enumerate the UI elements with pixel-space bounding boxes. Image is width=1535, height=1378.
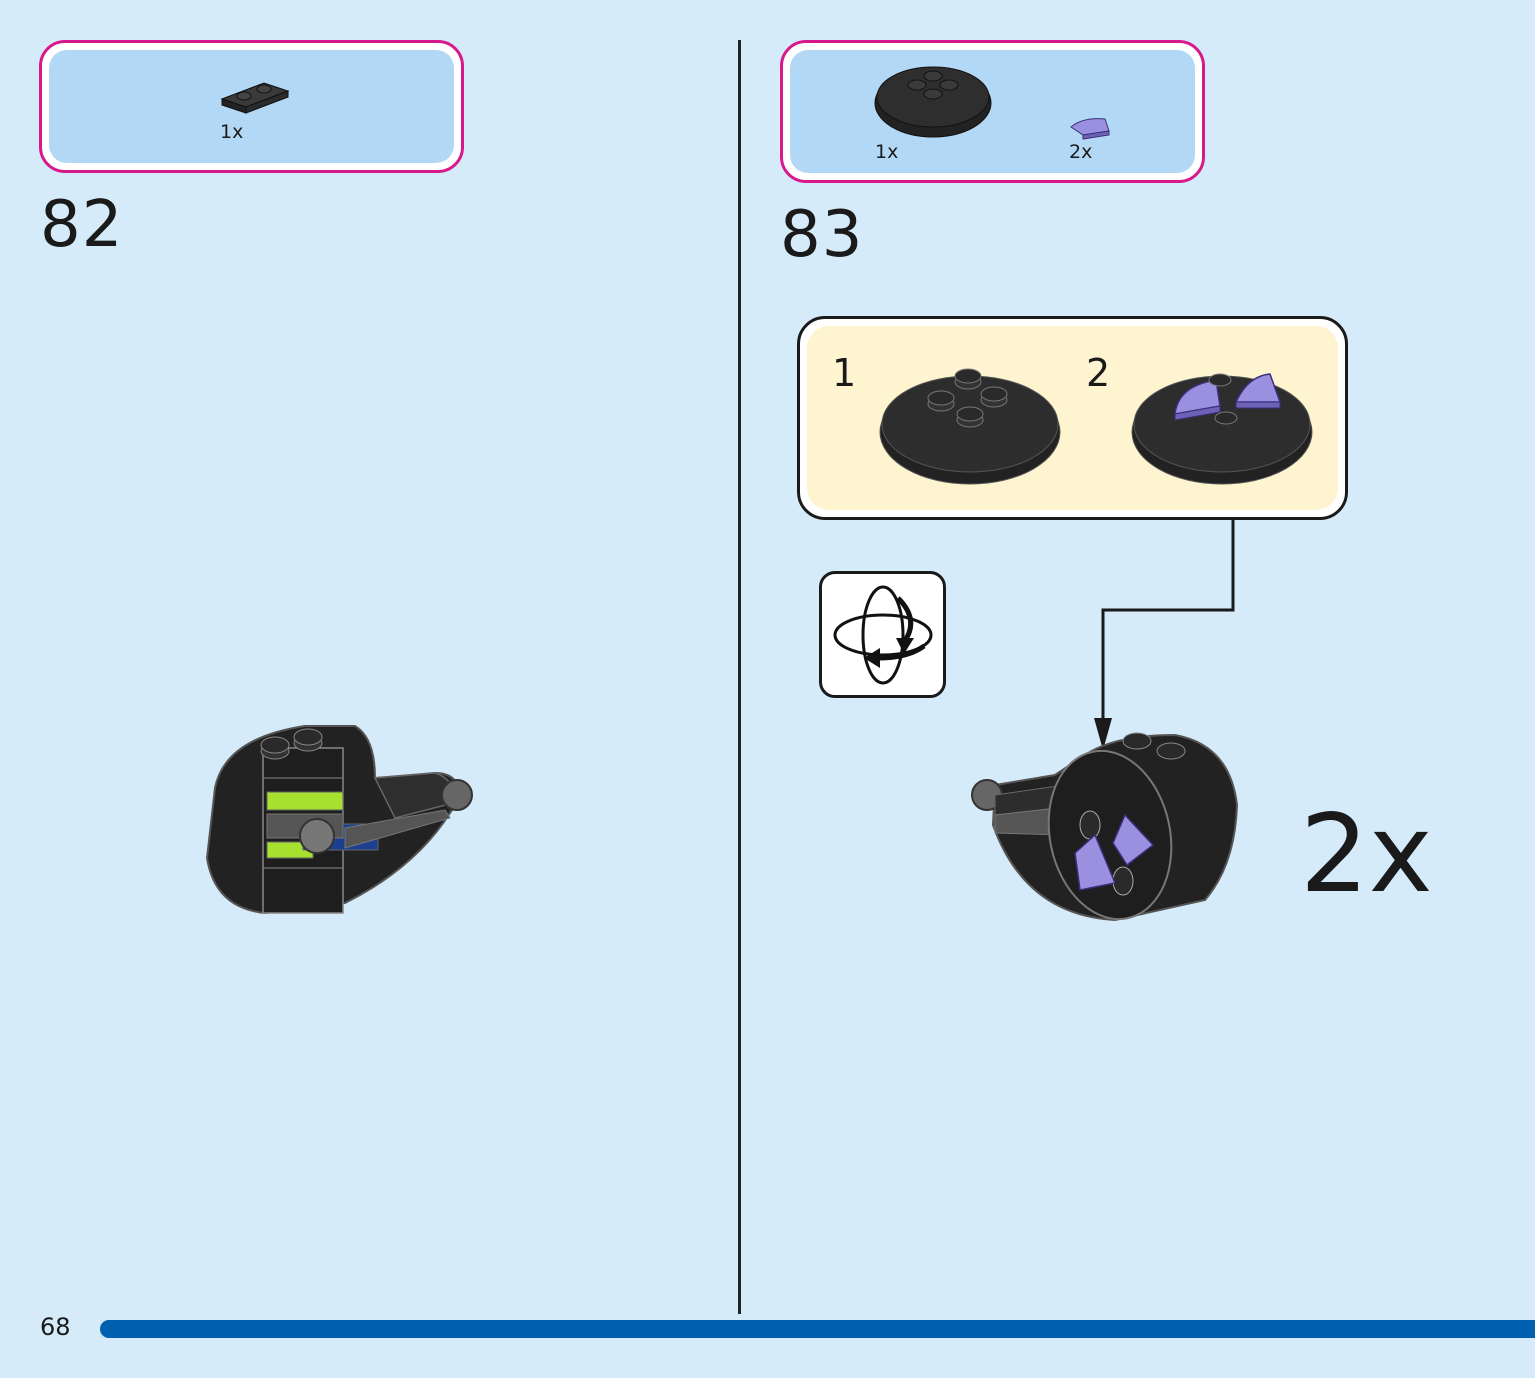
parts-callout-step-83: 1x 2x [780,40,1205,183]
part-qty: 2x [1069,141,1093,163]
progress-bar [100,1320,1535,1338]
substep-label-1: 1 [832,351,857,395]
substep-label-2: 2 [1086,351,1111,395]
step-83-model-illustration [971,732,1239,922]
parts-callout-step-82: 1x [39,40,464,173]
rotate-model-icon [833,585,933,685]
plate-1x2-part-icon [220,82,290,114]
quarter-tile-part-icon [1070,118,1110,140]
substep-connector-arrow [1094,518,1235,750]
parts-callout-fill [790,50,1195,173]
step-number: 83 [780,198,864,272]
part-qty: 1x [220,121,244,143]
rotate-model-button [819,571,946,698]
build-multiplier: 2x [1300,792,1433,917]
step-number: 82 [40,188,124,262]
progress-bar-fill [100,1320,1535,1338]
page-divider [738,40,741,1314]
page-number: 68 [40,1313,71,1341]
step-82-model-illustration [205,725,473,915]
part-qty: 1x [875,141,899,163]
round-plate-part-icon [874,66,992,138]
substep-2-plate-with-tiles [1131,373,1313,485]
substep-1-round-plate [879,368,1061,485]
